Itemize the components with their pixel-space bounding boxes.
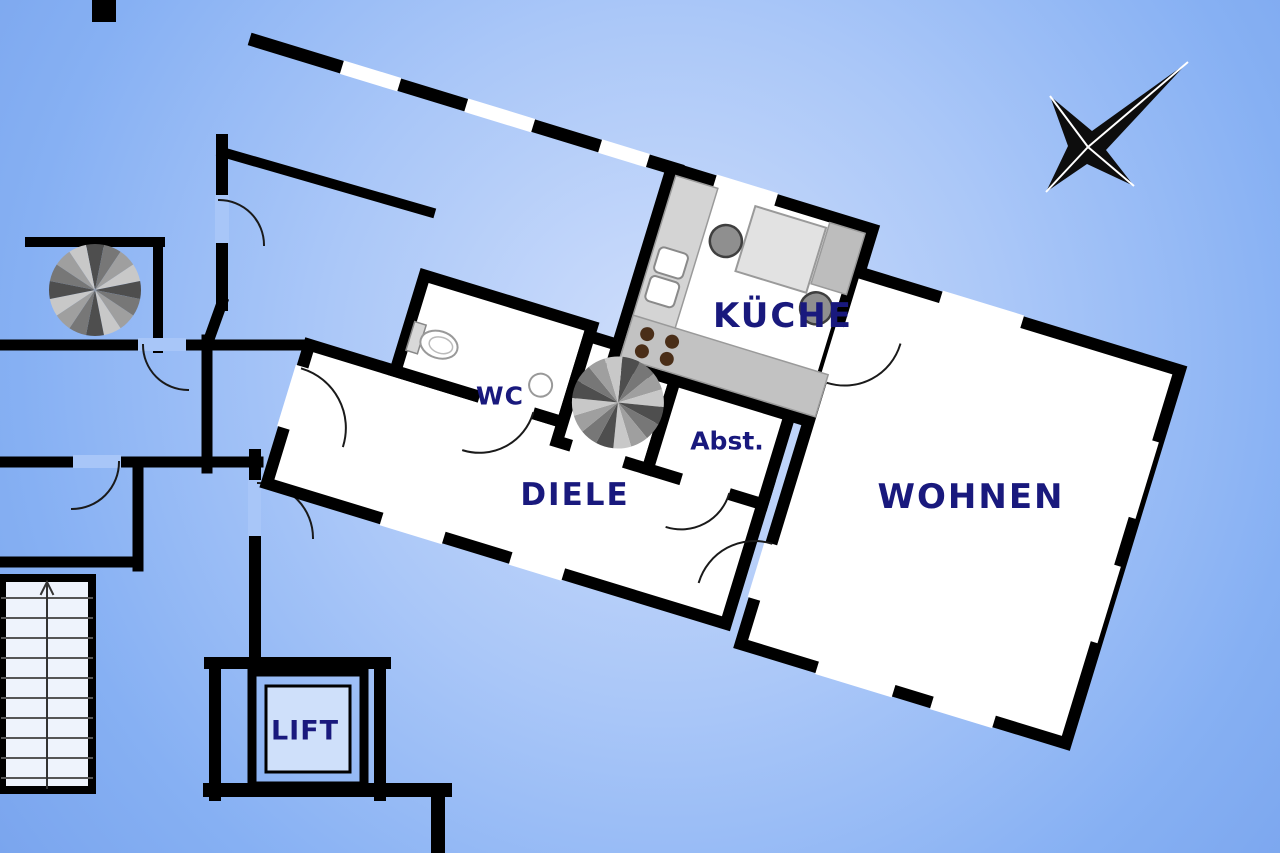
neighbor-apartment (0, 0, 437, 572)
door-gap (819, 324, 850, 385)
room-label-diele: DIELE (520, 477, 630, 513)
room-label-abst: Abst. (690, 426, 764, 456)
kitchen-counter-right (810, 221, 867, 296)
door-gaps (277, 324, 850, 602)
window (1122, 438, 1159, 519)
stove-icon (634, 327, 680, 366)
window (1084, 562, 1121, 644)
window (379, 511, 446, 545)
compass-rose-icon (1045, 61, 1189, 193)
door-arc (665, 492, 731, 531)
wall (215, 145, 437, 219)
window (464, 98, 536, 133)
spiral-staircase-neighbor-icon (48, 243, 142, 337)
door-gap (747, 541, 779, 602)
wall (92, 0, 116, 22)
lift-shaft (247, 667, 369, 791)
stair-direction-arrow (39, 579, 55, 596)
door-gap (248, 480, 261, 536)
door-gap (569, 439, 626, 469)
door-arc (70, 460, 121, 511)
room-label-lift: LIFT (270, 715, 340, 747)
apartment (247, 32, 1188, 751)
kitchen-sink-icon (644, 275, 681, 309)
door-arc (141, 343, 190, 392)
chair-icon (708, 223, 744, 259)
room-label-wc: WC (476, 381, 524, 411)
straight-staircase-icon (0, 574, 96, 794)
window (598, 139, 650, 168)
stairwell (0, 449, 452, 853)
door-gap (679, 472, 732, 501)
door-gap (73, 455, 121, 468)
window (929, 695, 997, 729)
wc-fixtures (404, 320, 554, 398)
kitchen-fixtures (619, 174, 867, 418)
door-gap (215, 195, 229, 243)
windows (339, 60, 1159, 729)
door-arc (826, 343, 902, 387)
chair-icon (798, 291, 834, 326)
kitchen-sink-icon (653, 246, 689, 280)
door-arc (300, 367, 347, 448)
room-label-kueche: KÜCHE (713, 296, 853, 336)
door-gap (477, 390, 536, 420)
window (712, 174, 779, 207)
dining-table (734, 204, 828, 295)
door-gap (138, 338, 186, 351)
window (938, 290, 1025, 329)
door-arc (697, 540, 773, 584)
door-gap (277, 364, 310, 431)
window (508, 551, 566, 581)
door-arc (461, 411, 535, 454)
toilet-seat (428, 336, 454, 355)
sink-icon (528, 372, 554, 398)
toilet-icon (419, 329, 459, 360)
window (815, 660, 896, 698)
door-arcs (300, 343, 902, 584)
window (339, 60, 402, 92)
room-label-wohnen: WOHNEN (877, 477, 1065, 517)
door-arc (217, 198, 266, 247)
